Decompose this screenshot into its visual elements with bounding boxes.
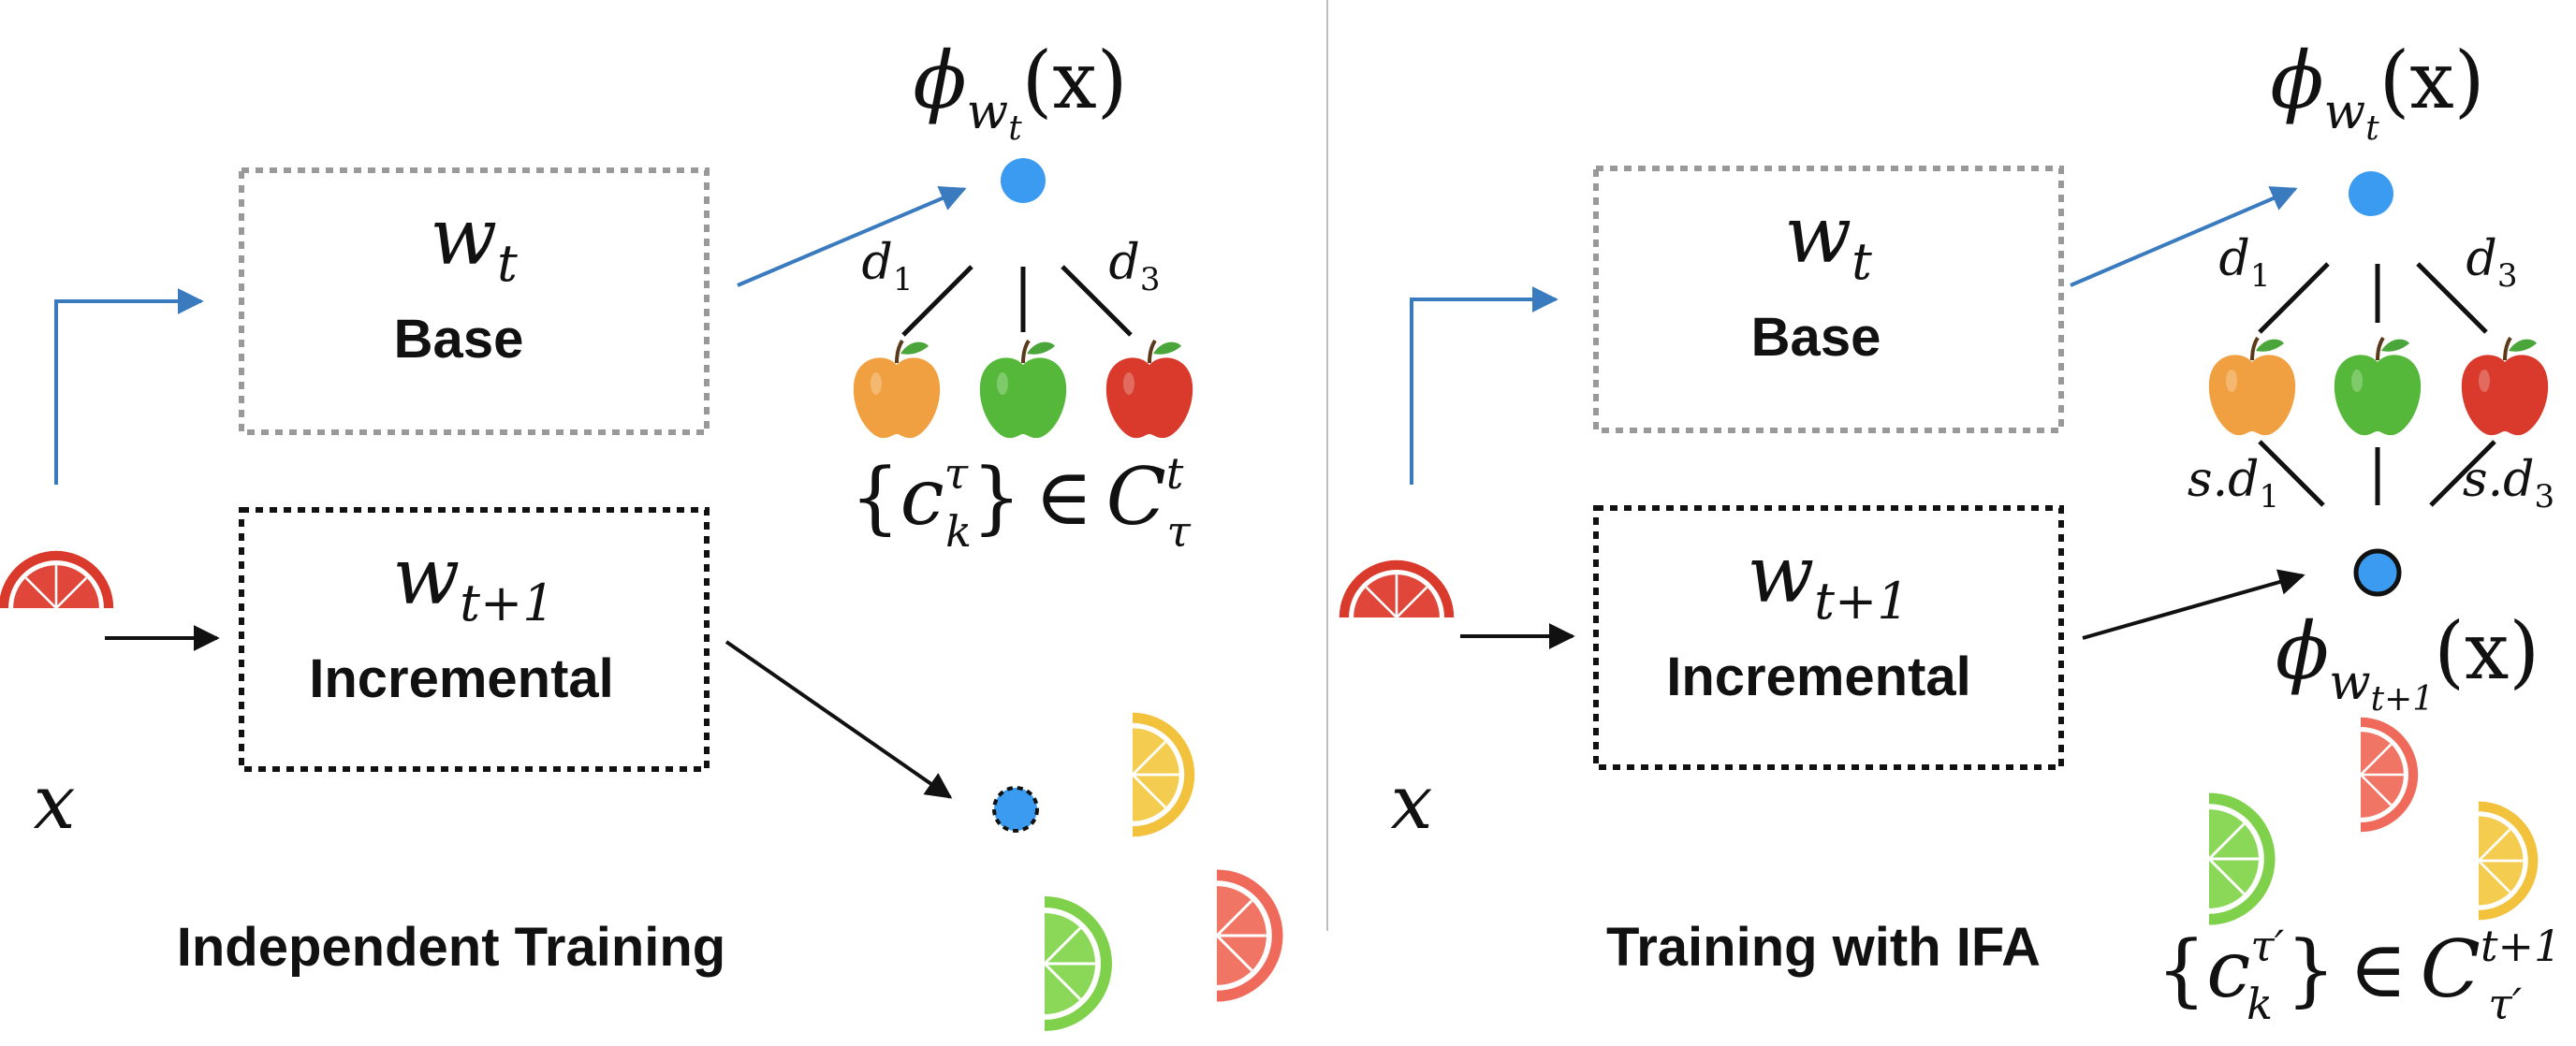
distance-line-d1	[901, 265, 973, 337]
distance-line-sd3	[2429, 440, 2496, 507]
scaled-distance-label-sd1: s.d1	[2188, 452, 2279, 516]
input-to-base-arrow	[1410, 286, 1559, 485]
citrus-slice-icon	[2207, 792, 2276, 925]
base-weight-label: wt	[430, 191, 518, 293]
panel-title-independent: Independent Training	[177, 917, 725, 978]
feature-phi-wt-label: ϕwt(x)	[2270, 35, 2484, 148]
incremental-model-box	[1593, 505, 2064, 770]
input-x-label: x	[1390, 759, 1432, 846]
distance-line-d3	[1061, 265, 1133, 337]
panel-training-with-ifa: wt Base wt+1 Incremental x ϕwt(x) d1 d3 …	[1339, 35, 2561, 1029]
apple-icon	[851, 339, 943, 441]
incremental-weight-label: wt+1	[1747, 529, 1909, 631]
citrus-slice-icon	[0, 550, 114, 609]
incremental-weight-label: wt+1	[392, 530, 554, 632]
feature-point-base	[2349, 171, 2393, 216]
citrus-slice-icon	[1339, 559, 1455, 618]
apple-icon	[2332, 336, 2423, 438]
distance-line-sd1	[2258, 440, 2325, 507]
distance-label-d1: d1	[862, 235, 914, 298]
base-to-feature-arrow	[2070, 186, 2298, 287]
incremental-label: Incremental	[1666, 646, 1971, 707]
incremental-label: Incremental	[309, 648, 614, 709]
distance-label-d1: d1	[2219, 231, 2271, 295]
apple-icon	[977, 339, 1069, 441]
scaled-distance-label-sd3: s.d3	[2463, 452, 2554, 516]
panel-independent-training: wt Base wt+1 Incremental x ϕwt(x) d1 d3	[0, 35, 1283, 1031]
feature-phi-wt1-label: ϕwt+1(x)	[2276, 605, 2539, 719]
incremental-model-box	[239, 507, 710, 772]
citrus-slice-icon	[1215, 869, 1283, 1002]
input-to-base-arrow	[54, 288, 204, 485]
base-model-box	[239, 167, 710, 435]
base-model-box	[1593, 166, 2064, 433]
feature-point-incremental	[992, 786, 1039, 833]
apple-icon	[2206, 336, 2298, 438]
incremental-to-feature-arrow	[724, 640, 953, 799]
feature-phi-wt-label: ϕwt(x)	[913, 35, 1127, 148]
citrus-slice-icon	[2478, 801, 2539, 921]
panel-title-ifa: Training with IFA	[1606, 917, 2041, 978]
feature-point-base	[1001, 158, 1046, 203]
base-label: Base	[1751, 307, 1881, 368]
citrus-slice-icon	[1132, 712, 1195, 837]
base-label: Base	[394, 309, 524, 370]
citrus-slice-icon	[2360, 717, 2419, 833]
citrus-slice-icon	[1043, 896, 1112, 1031]
base-weight-label: wt	[1784, 189, 1872, 291]
distance-line-d3	[2416, 262, 2488, 334]
distance-line-d1	[2258, 262, 2330, 334]
apple-icon	[1104, 339, 1195, 441]
incremental-to-feature-arrow	[2082, 569, 2305, 640]
distance-label-d3: d3	[2466, 231, 2518, 295]
feature-point-incremental	[2353, 548, 2402, 597]
apple-icon	[2459, 336, 2551, 438]
input-x-label: x	[33, 759, 75, 846]
distance-label-d3: d3	[1109, 235, 1161, 298]
base-to-feature-arrow	[737, 185, 967, 287]
